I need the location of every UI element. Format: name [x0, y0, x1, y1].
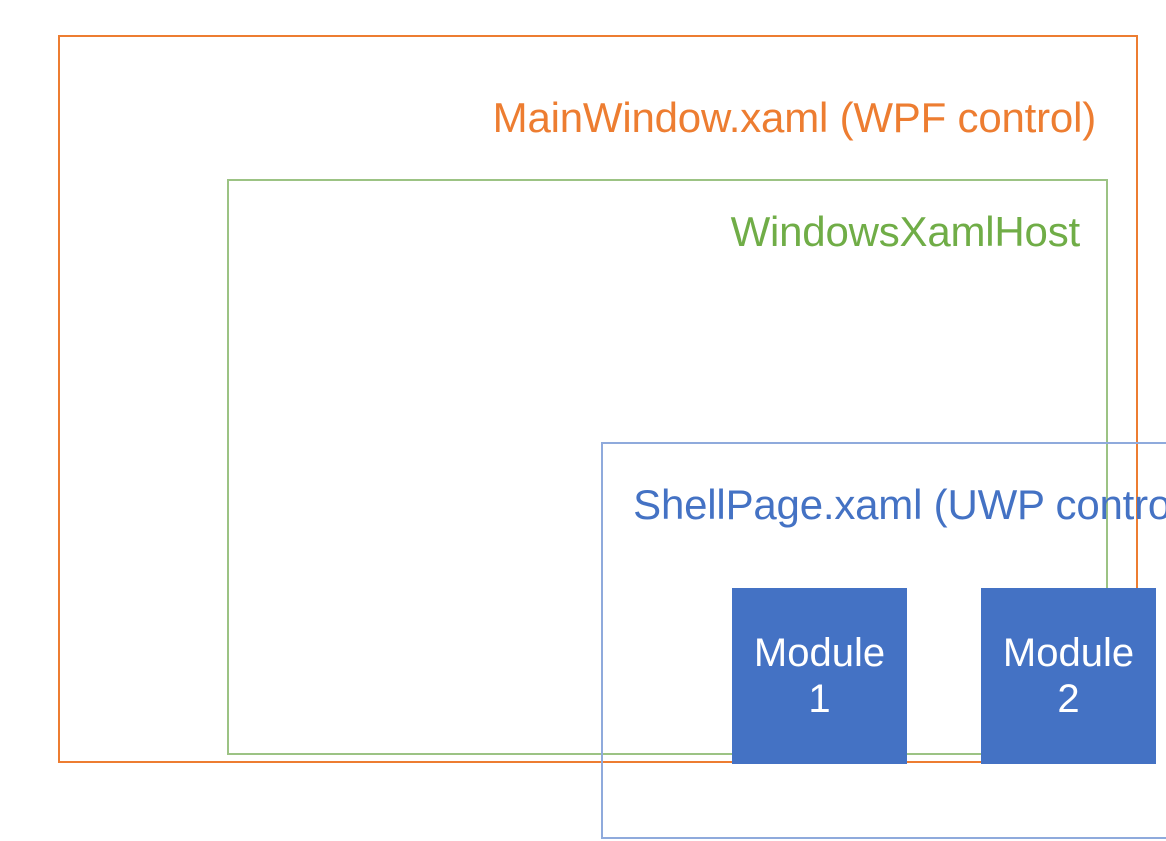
container-mainwindow-label: MainWindow.xaml (WPF control) [492, 94, 1097, 141]
module-box-2: Module 2 [981, 588, 1156, 764]
container-mainwindow: MainWindow.xaml (WPF control) WindowsXam… [58, 35, 1166, 839]
module-box-1-label: Module 1 [753, 631, 886, 721]
module-group: Module 1 Module 2 [603, 444, 1166, 841]
container-shellpage-label: ShellPage.xaml (UWP control) [633, 481, 1166, 528]
container-windowsxamlhost: WindowsXamlHost ShellPage.xaml (UWP cont… [227, 179, 1166, 839]
container-windowsxamlhost-label: WindowsXamlHost [730, 208, 1081, 255]
module-box-2-label: Module 2 [1002, 631, 1135, 721]
module-box-1: Module 1 [732, 588, 907, 764]
container-shellpage: ShellPage.xaml (UWP control) Module 1 Mo… [601, 442, 1166, 839]
diagram-canvas: MainWindow.xaml (WPF control) WindowsXam… [58, 35, 1166, 839]
